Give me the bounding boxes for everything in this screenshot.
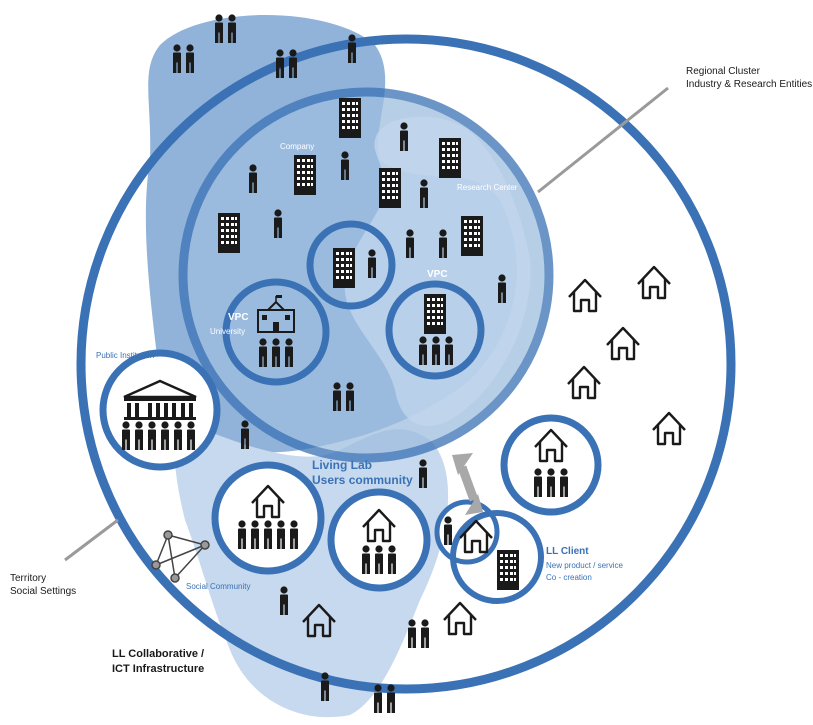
infra-label-1: LL Collaborative / bbox=[112, 648, 204, 660]
territory-connector bbox=[64, 518, 119, 562]
public-institution-label: Public Institution bbox=[96, 351, 154, 360]
user-circle-1 bbox=[211, 461, 325, 575]
research-center-label: Research Center bbox=[457, 183, 518, 192]
territory-ring bbox=[76, 34, 736, 694]
vpc-right-circle bbox=[385, 280, 485, 380]
company-label: Company bbox=[280, 142, 314, 151]
user-circle-3 bbox=[500, 414, 602, 516]
network-icon bbox=[151, 530, 210, 583]
school-icon bbox=[257, 295, 295, 333]
territory-label-1: Territory bbox=[10, 573, 46, 584]
user-circle-2 bbox=[327, 488, 431, 592]
living-lab-label-1: Living Lab bbox=[312, 458, 372, 472]
vpc-left-circle bbox=[222, 278, 330, 386]
living-lab-label-2: Users community bbox=[312, 473, 413, 487]
ll-client-sub-2: Co - creation bbox=[546, 573, 592, 582]
university-label: University bbox=[210, 327, 245, 336]
ll-client-label: LL Client bbox=[546, 546, 589, 557]
territory-label-2: Social Settings bbox=[10, 586, 76, 597]
center-circle bbox=[306, 220, 396, 310]
institution-icon bbox=[123, 379, 197, 420]
vpc-left-label: VPC bbox=[228, 312, 249, 323]
regional-cluster-connector bbox=[537, 86, 669, 194]
social-community-label: Social Community bbox=[186, 582, 250, 591]
double-arrow-icon bbox=[452, 453, 483, 515]
regional-cluster-label-1: Regional Cluster bbox=[686, 66, 761, 77]
ll-client-sub-1: New product / service bbox=[546, 561, 623, 570]
ll-client-circle bbox=[450, 510, 544, 604]
infra-label-2: ICT Infrastructure bbox=[112, 663, 204, 675]
regional-cluster-label-2: Industry & Research Entities bbox=[686, 79, 812, 90]
vpc-right-label: VPC bbox=[427, 269, 448, 280]
